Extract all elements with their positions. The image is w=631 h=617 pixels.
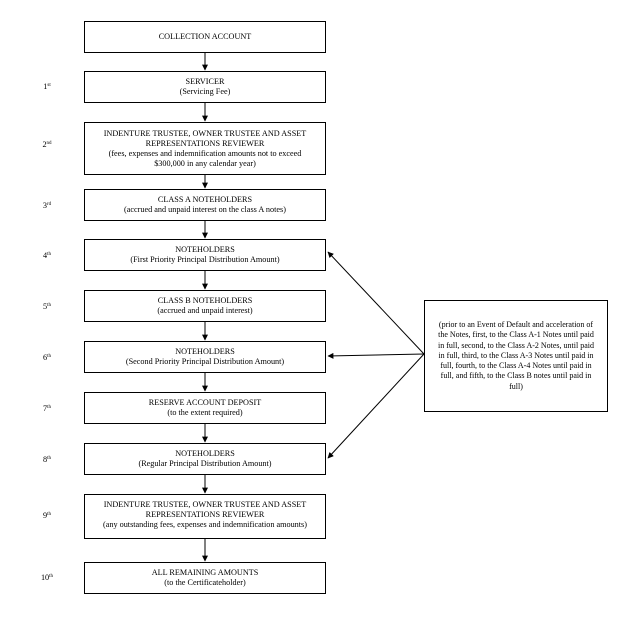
step-2-title: INDENTURE TRUSTEE, OWNER TRUSTEE AND ASS… (103, 128, 307, 148)
step-1-subtitle: (Servicing Fee) (179, 87, 231, 96)
step-8-subtitle: (Regular Principal Distribution Amount) (138, 459, 272, 468)
side-arrow-to-step-8 (327, 353, 425, 459)
step-3-rank: 3rd (42, 201, 52, 210)
step-8-title: NOTEHOLDERS (175, 449, 235, 458)
side-note-box: (prior to an Event of Default and accele… (424, 300, 608, 412)
step-2-rank: 2nd (42, 140, 52, 149)
step-1-box: SERVICER (Servicing Fee) (84, 71, 326, 103)
step-1-rank: 1st (43, 82, 51, 91)
step-10-box: ALL REMAINING AMOUNTS (to the Certificat… (84, 562, 326, 594)
side-note-text: (prior to an Event of Default and accele… (438, 320, 594, 391)
step-1-title: SERVICER (185, 77, 225, 86)
step-9-rank: 9th (43, 511, 51, 520)
step-8-box: NOTEHOLDERS (Regular Principal Distribut… (84, 443, 326, 475)
step-6-rank: 6th (43, 353, 51, 362)
step-7-box: RESERVE ACCOUNT DEPOSIT (to the extent r… (84, 392, 326, 424)
step-10-subtitle: (to the Certificateholder) (164, 578, 246, 587)
step-4-title: NOTEHOLDERS (175, 245, 235, 254)
step-9-title: INDENTURE TRUSTEE, OWNER TRUSTEE AND ASS… (103, 500, 307, 519)
step-4-rank: 4th (43, 251, 51, 260)
step-3-subtitle: (accrued and unpaid interest on the clas… (124, 205, 286, 214)
step-9-subtitle: (any outstanding fees, expenses and inde… (103, 520, 307, 529)
step-3-box: CLASS A NOTEHOLDERS (accrued and unpaid … (84, 189, 326, 221)
step-4-box: NOTEHOLDERS (First Priority Principal Di… (84, 239, 326, 271)
step-9-box: INDENTURE TRUSTEE, OWNER TRUSTEE AND ASS… (84, 494, 326, 539)
step-5-subtitle: (accrued and unpaid interest) (157, 306, 253, 315)
step-7-subtitle: (to the extent required) (167, 408, 243, 417)
step-6-subtitle: (Second Priority Principal Distribution … (125, 357, 285, 366)
side-arrow-to-step-4 (327, 251, 425, 355)
step-3-title: CLASS A NOTEHOLDERS (157, 195, 253, 204)
step-7-title: RESERVE ACCOUNT DEPOSIT (148, 398, 262, 407)
step-10-rank: 10th (40, 573, 54, 582)
step-6-box: NOTEHOLDERS (Second Priority Principal D… (84, 341, 326, 373)
collection-account-box: COLLECTION ACCOUNT (84, 21, 326, 53)
step-6-title: NOTEHOLDERS (175, 347, 235, 356)
step-5-box: CLASS B NOTEHOLDERS (accrued and unpaid … (84, 290, 326, 322)
step-2-subtitle: (fees, expenses and indemnification amou… (108, 148, 302, 168)
step-2-box: INDENTURE TRUSTEE, OWNER TRUSTEE AND ASS… (84, 122, 326, 175)
step-5-title: CLASS B NOTEHOLDERS (157, 296, 253, 305)
step-7-rank: 7th (43, 404, 51, 413)
side-arrow-to-step-6 (327, 352, 425, 359)
step-8-rank: 8th (43, 455, 51, 464)
step-5-rank: 5th (43, 302, 51, 311)
step-4-subtitle: (First Priority Principal Distribution A… (130, 255, 280, 264)
step-10-title: ALL REMAINING AMOUNTS (151, 568, 259, 577)
collection-account-title: COLLECTION ACCOUNT (158, 32, 252, 41)
